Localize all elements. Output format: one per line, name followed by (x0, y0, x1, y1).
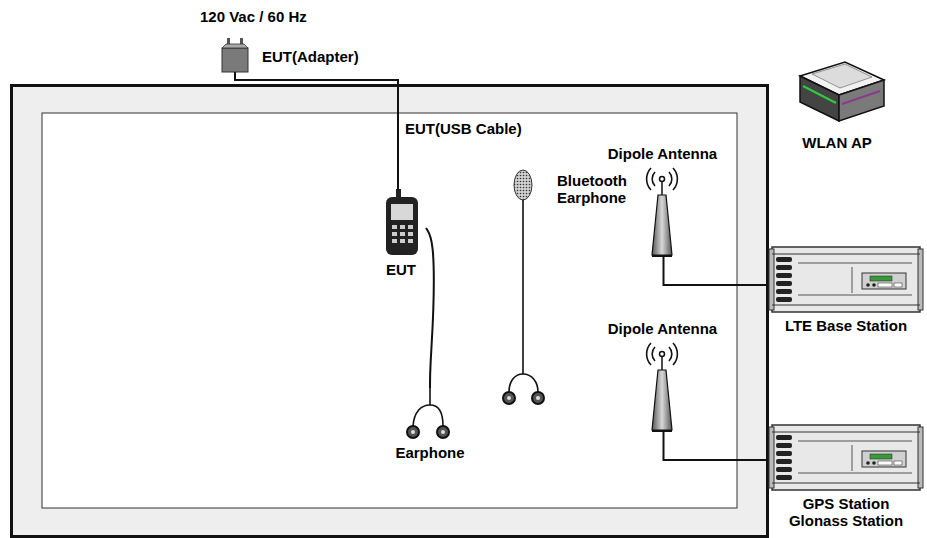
lte-base-station-icon (769, 247, 923, 312)
device-label: WLAN AP (785, 134, 889, 151)
dipole-antenna-icon (647, 168, 678, 257)
wlan-ap-icon (803, 86, 836, 103)
phone-icon (408, 225, 413, 229)
supply-rating: 120 Vac / 60 Hz (200, 8, 307, 25)
shielded-chamber (12, 86, 768, 537)
bluetooth-earphone-icon (503, 170, 544, 404)
device-label: Bluetooth Earphone (557, 172, 639, 206)
phone-icon (400, 225, 405, 229)
phone-icon (392, 225, 397, 229)
shielded-chamber (12, 86, 768, 537)
bluetooth-earphone-icon (514, 170, 532, 200)
device-label: Earphone (380, 444, 480, 461)
phone-icon (391, 204, 413, 220)
earphone-icon (437, 426, 449, 438)
earphone-icon (411, 430, 415, 434)
wlan-ap-node: WLAN AP (785, 58, 891, 153)
bluetooth-earphone-icon (503, 392, 515, 404)
bluetooth-earphone-icon (509, 374, 523, 392)
cable-name: EUT(USB Cable) (405, 120, 522, 137)
phone-icon (408, 239, 413, 243)
phone-icon (386, 197, 418, 255)
adapter-icon (222, 44, 248, 48)
adapter-node: EUT(Adapter) (220, 40, 375, 72)
device-label: EUT(Adapter) (262, 48, 359, 65)
adapter-icon (222, 38, 248, 72)
wlan-ap-icon (800, 62, 884, 121)
earphone-icon (429, 388, 431, 405)
lte-base-station-icon (769, 247, 923, 312)
bluetooth-earphone-icon (536, 396, 540, 400)
bluetooth-earphone-icon (522, 200, 524, 374)
device-label: Dipole Antenna (600, 145, 725, 162)
phone-icon (392, 239, 397, 243)
device-label: Dipole Antenna (600, 320, 725, 337)
shielded-chamber (42, 113, 737, 508)
gps-glonass-station-icon (769, 425, 923, 490)
usb-cable (235, 72, 398, 190)
adapter-icon (222, 48, 248, 72)
bluetooth-earphone-node: Bluetooth Earphone (505, 168, 650, 408)
phone-icon (400, 239, 405, 243)
bluetooth-earphone-icon (532, 392, 544, 404)
device-label: LTE Base Station (768, 317, 924, 334)
wlan-ap-icon (842, 91, 880, 104)
bluetooth-earphone-icon (523, 374, 538, 392)
device-label: EUT (378, 261, 424, 278)
phone-icon (386, 189, 418, 255)
wlan-ap-icon (812, 64, 872, 88)
gps-station-node: GPS Station Glonass Station (768, 423, 924, 533)
antenna-node: Dipole Antenna (600, 145, 727, 257)
device-label: GPS Station Glonass Station (783, 495, 909, 529)
earphone-cable (426, 228, 434, 388)
bluetooth-earphone-icon (507, 396, 511, 400)
earphone-node: Earphone (380, 388, 482, 462)
phone-icon (400, 232, 405, 236)
earphone-icon (430, 405, 443, 426)
phone-icon (392, 232, 397, 236)
earphone-icon (407, 388, 449, 438)
earphone-icon (407, 426, 419, 438)
dipole-antenna-icon (647, 343, 678, 432)
earphone-icon (413, 405, 430, 426)
dipole-antenna-icon (647, 168, 678, 257)
rf-cable (664, 257, 769, 285)
phone-icon (408, 232, 413, 236)
earphone-icon (441, 430, 445, 434)
eut-node: EUT (378, 190, 426, 280)
antenna-node: Dipole Antenna (600, 320, 727, 432)
gps-glonass-station-icon (769, 425, 923, 490)
dipole-antenna-icon (647, 343, 678, 432)
rf-cable (664, 432, 769, 460)
lte-station-node: LTE Base Station (768, 245, 926, 337)
